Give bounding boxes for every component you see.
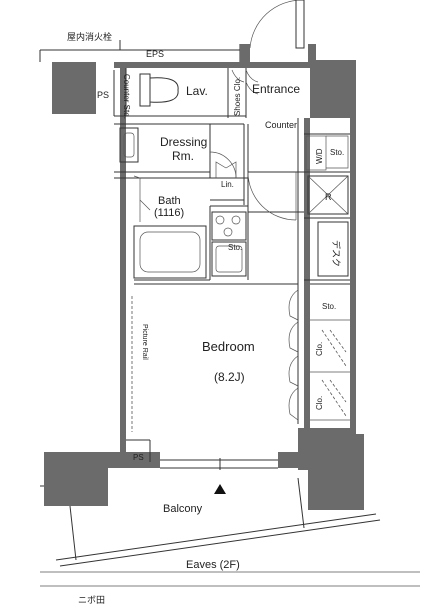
desk (317, 221, 349, 277)
washer-pan (305, 135, 349, 171)
bath-label-2: (1116) (154, 207, 184, 219)
stove (211, 211, 247, 241)
shoes-clo-label: Shoes Clo. (233, 77, 242, 116)
shoes-closet (231, 69, 259, 95)
counter-label: Counter (265, 120, 297, 130)
dressing-label-1: Dressing (160, 135, 207, 149)
counter-sto-label: Counter Sto. (122, 74, 131, 119)
desk-label: デスク (331, 240, 342, 267)
bath-door (133, 175, 151, 222)
ps-bottom-label: PS (133, 453, 144, 462)
closet-doors (288, 289, 350, 421)
hall-door (247, 171, 297, 221)
balcony-area (40, 477, 420, 587)
picture-rail-label: Picture Rail (141, 324, 148, 360)
lav-label: Lav. (186, 84, 208, 98)
bath-label-1: Bath (158, 195, 181, 207)
refrigerator (307, 175, 349, 215)
kitchen-sink (211, 241, 247, 277)
dressing-door (209, 151, 237, 179)
eps-strip: 屋内消火栓 EPS (39, 31, 241, 62)
linen-doors (215, 161, 237, 178)
dressing-label-2: Rm. (172, 149, 194, 163)
entrance-label: Entrance (252, 82, 300, 96)
sto-kitchen-label: Sto. (228, 243, 242, 252)
toilet (139, 73, 179, 107)
clo-label-2: Clo. (315, 396, 324, 410)
eaves-label: Eaves (2F) (186, 559, 240, 571)
balcony-label: Balcony (163, 503, 203, 515)
partitions (113, 68, 350, 462)
washbasin (119, 127, 139, 163)
entry-arrow-icon (214, 484, 226, 494)
bedroom-size-label: (8.2J) (214, 370, 245, 384)
entrance-door (249, 0, 305, 49)
walls (44, 44, 364, 510)
r-label: R (325, 192, 332, 202)
lin-label: Lin. (221, 180, 234, 189)
clo-label-1: Clo. (315, 342, 324, 356)
bottom-cut-label: ニボ田 (78, 595, 105, 605)
wd-label: W/D (315, 148, 324, 164)
sto-bedroom-label: Sto. (322, 302, 336, 311)
sto-wd-label: Sto. (330, 148, 344, 157)
bathtub (133, 225, 207, 279)
balcony-window (160, 458, 278, 494)
ps-top-label: PS (97, 90, 109, 100)
hydrant-label: 屋内消火栓 (67, 31, 112, 42)
bedroom-label: Bedroom (202, 339, 255, 354)
eps-label: EPS (146, 49, 164, 59)
